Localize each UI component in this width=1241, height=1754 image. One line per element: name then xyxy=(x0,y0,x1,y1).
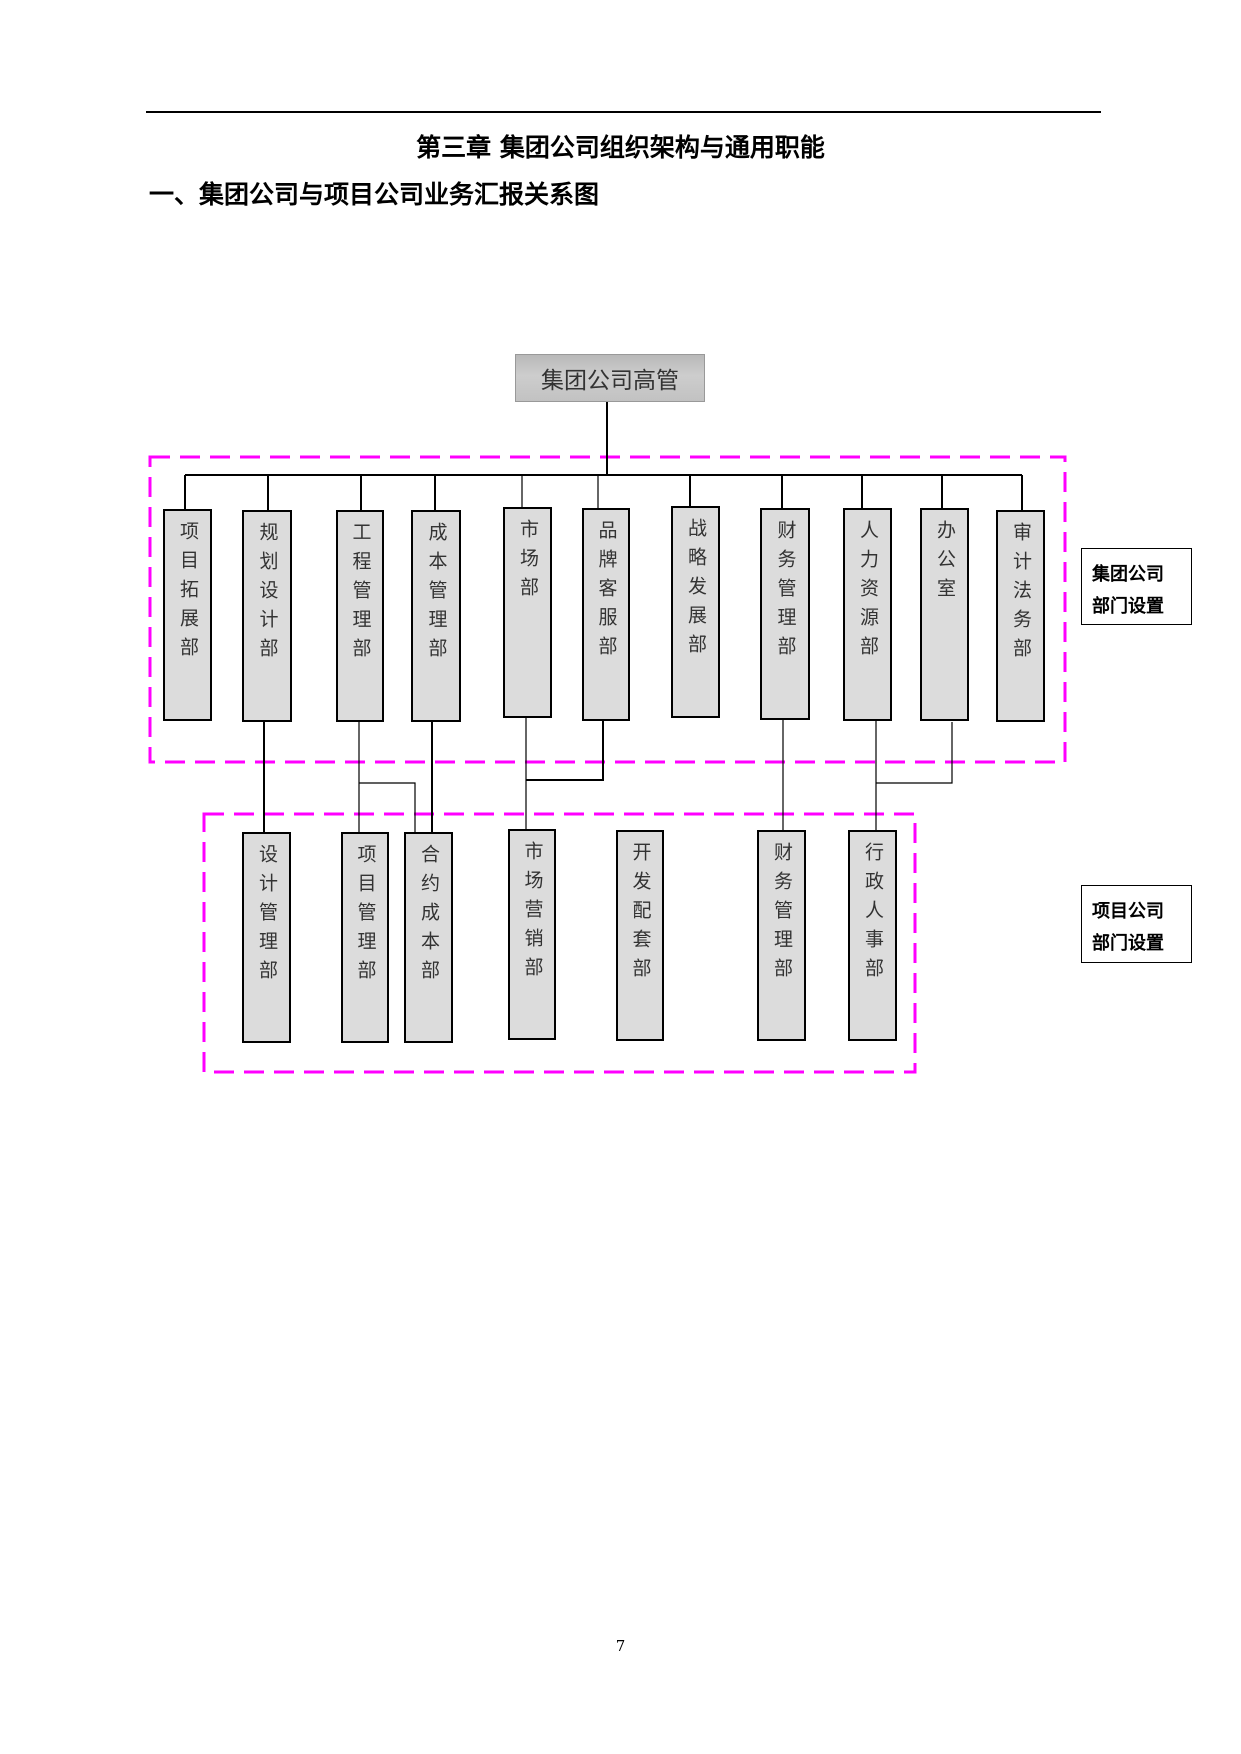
dept-audit-legal: 审计法务部 xyxy=(996,510,1045,722)
executive-box: 集团公司高管 xyxy=(515,354,705,402)
proj-finance: 财务管理部 xyxy=(757,830,806,1041)
proj-admin-hr: 行政人事部 xyxy=(848,830,897,1041)
dept-cost: 成本管理部 xyxy=(411,510,461,722)
group-departments-label: 集团公司 部门设置 xyxy=(1081,548,1192,625)
project-departments-label: 项目公司 部门设置 xyxy=(1081,885,1192,963)
dept-project-expansion: 项目拓展部 xyxy=(163,509,212,721)
project-dashed-frame xyxy=(202,812,917,1074)
dept-engineering: 工程管理部 xyxy=(336,510,384,722)
dept-hr: 人力资源部 xyxy=(843,508,892,721)
chapter-title: 第三章 集团公司组织架构与通用职能 xyxy=(416,133,825,162)
page-number: 7 xyxy=(615,1637,626,1655)
header-rule xyxy=(146,111,1101,113)
proj-contract-cost: 合约成本部 xyxy=(404,832,453,1043)
dept-planning-design: 规划设计部 xyxy=(242,510,292,722)
proj-marketing-sales: 市场营销部 xyxy=(508,829,556,1040)
proj-development-support: 开发配套部 xyxy=(616,830,664,1041)
dept-strategy: 战略发展部 xyxy=(671,506,720,718)
dept-brand-service: 品牌客服部 xyxy=(582,508,630,721)
dept-marketing: 市场部 xyxy=(503,507,552,718)
dept-finance: 财务管理部 xyxy=(760,508,810,720)
section-title: 一、集团公司与项目公司业务汇报关系图 xyxy=(149,180,600,209)
proj-project-management: 项目管理部 xyxy=(341,832,389,1043)
dept-office: 办公室 xyxy=(920,508,969,721)
proj-design-management: 设计管理部 xyxy=(242,832,291,1043)
